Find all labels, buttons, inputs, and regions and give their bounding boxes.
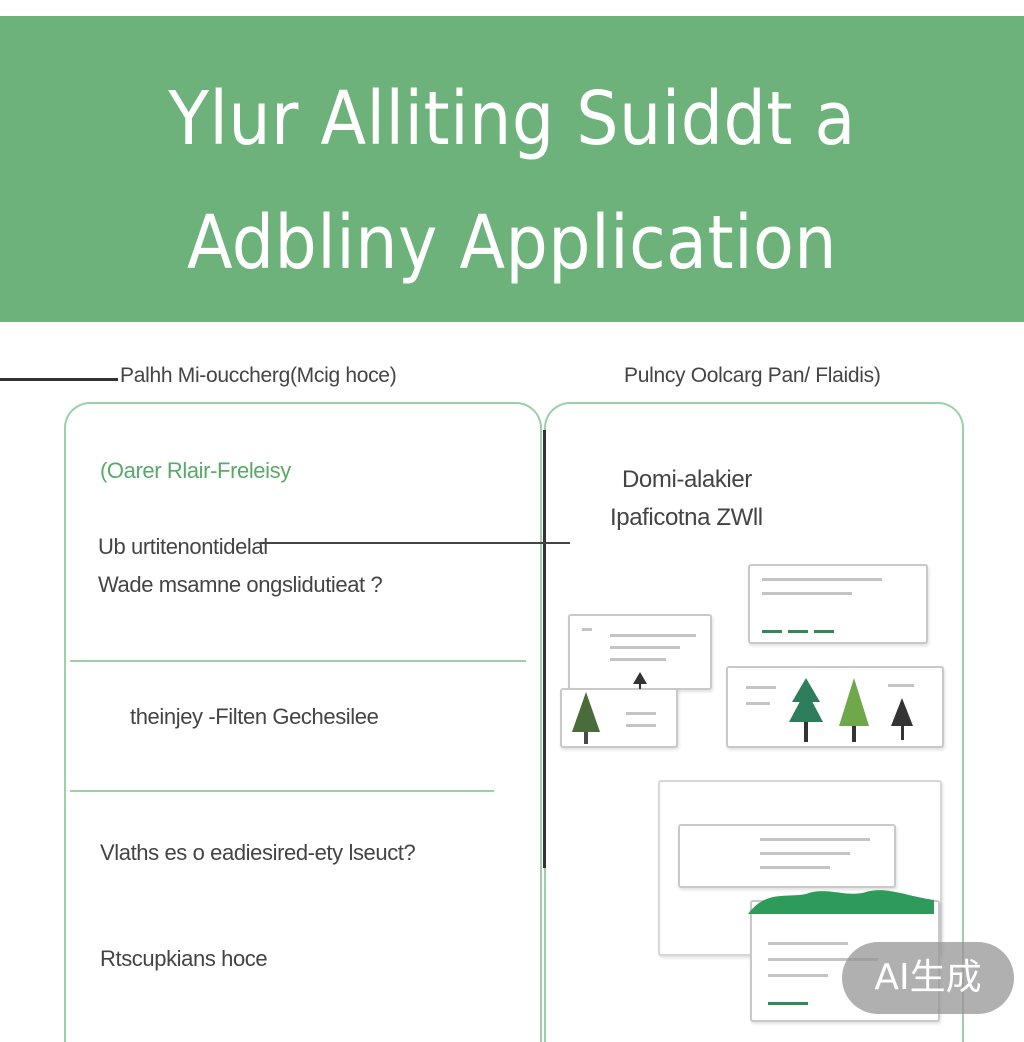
section-separator-2 bbox=[70, 790, 494, 792]
question-line-2: Wade msamne ongslidutieat ? bbox=[98, 572, 383, 597]
left-column-heading: Palhh Mi-ouccherg(Mcig hoce) bbox=[120, 364, 397, 387]
tree-icon bbox=[633, 672, 647, 689]
tree-icon bbox=[572, 692, 600, 744]
tree-icon bbox=[839, 678, 869, 742]
list-item-2[interactable]: Vlaths es o eadiesired-ety lseuct? bbox=[100, 840, 416, 865]
page-title-line-1: Ylur Alliting Suiddt a bbox=[168, 76, 856, 162]
list-item-1[interactable]: theinjey -Filten Gechesilee bbox=[130, 704, 379, 729]
right-column-heading: Pulncy Oolcarg Pan/ Flaidis) bbox=[624, 364, 881, 387]
page-title-line-2: Adbliny Applicаtion bbox=[187, 200, 837, 286]
right-card-title-line-2: Ipaficotna ZWll bbox=[610, 504, 763, 531]
connector-line bbox=[260, 542, 570, 544]
vertical-divider bbox=[543, 430, 546, 868]
hills-icon bbox=[748, 890, 934, 914]
tree-icon bbox=[891, 698, 913, 740]
tree-icon bbox=[789, 678, 823, 742]
question-line-1: Ub urtitenontidelal bbox=[98, 534, 268, 559]
heading-rule bbox=[0, 378, 118, 381]
left-card bbox=[64, 402, 542, 1042]
right-card-title-line-1: Domi-alakier bbox=[622, 466, 752, 493]
ai-generated-badge: AI生成 bbox=[842, 942, 1014, 1014]
list-item-3[interactable]: Rtscupkians hoce bbox=[100, 946, 268, 971]
illustration-window-4 bbox=[678, 824, 896, 888]
left-card-subtitle: (Oarer Rlair-Freleisy bbox=[100, 458, 291, 483]
illustration-panel-left bbox=[560, 688, 678, 748]
header-banner: Ylur Alliting Suiddt a Adbliny Applicаti… bbox=[0, 16, 1024, 322]
illustration-panel-right bbox=[726, 666, 944, 748]
section-separator-1 bbox=[70, 660, 526, 662]
illustration-window-1 bbox=[748, 564, 928, 644]
